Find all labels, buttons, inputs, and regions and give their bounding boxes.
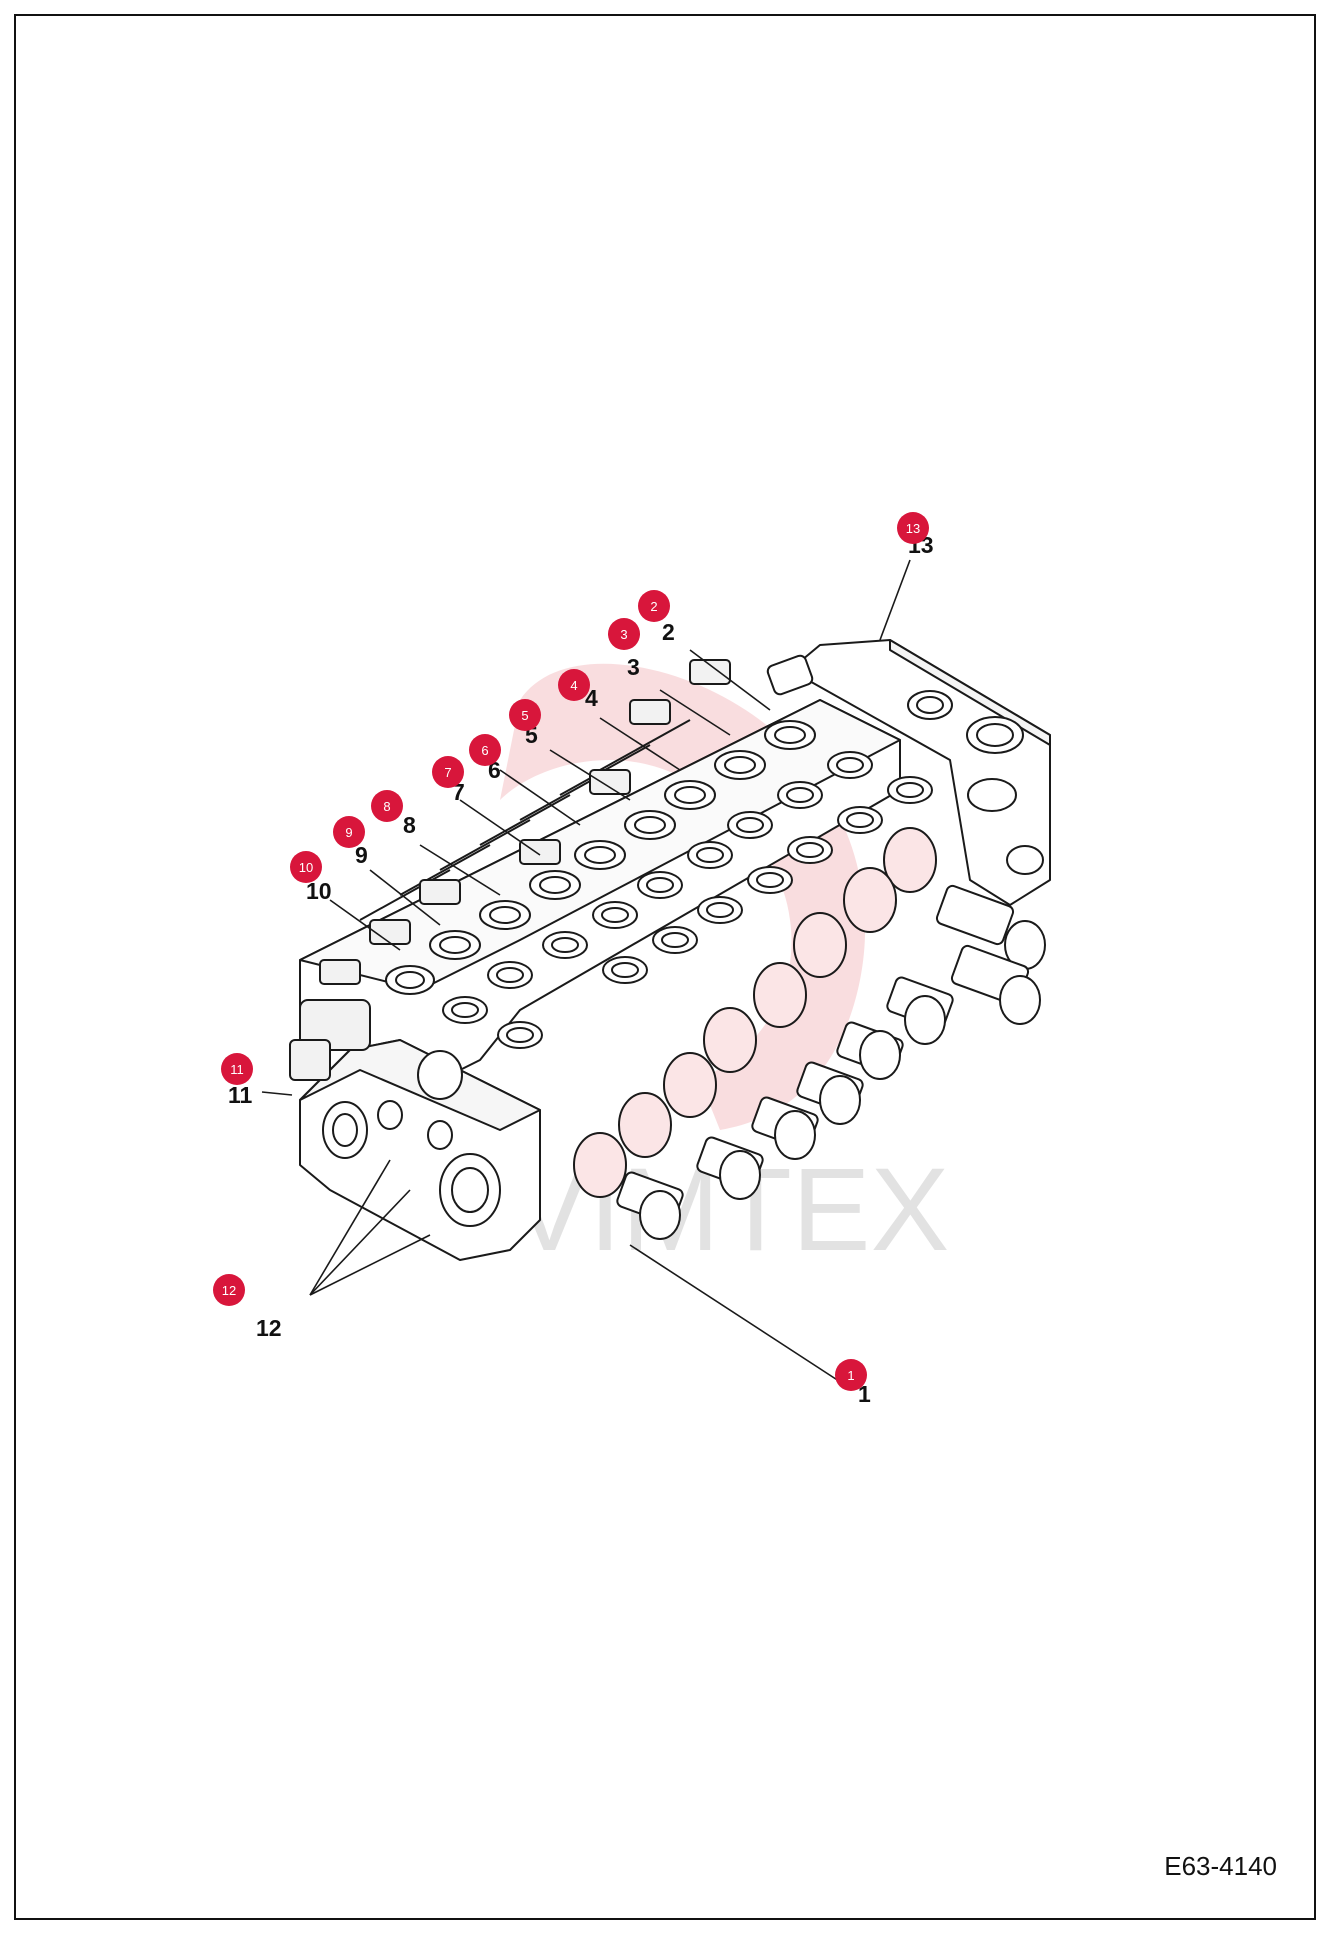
hotspot-callouts: 13 2 3 4 5 6 7 8 bbox=[213, 512, 929, 1391]
valve-sections bbox=[299, 659, 933, 1091]
hotspot-12[interactable]: 12 bbox=[213, 1274, 245, 1306]
hotspot-13[interactable]: 13 bbox=[897, 512, 929, 544]
hotspot-8[interactable]: 8 bbox=[371, 790, 403, 822]
hotspot-11[interactable]: 11 bbox=[221, 1053, 253, 1085]
hotspot-4[interactable]: 4 bbox=[558, 669, 590, 701]
spool-solenoids bbox=[573, 827, 1046, 1240]
svg-text:11: 11 bbox=[230, 1062, 244, 1077]
svg-text:1: 1 bbox=[847, 1368, 854, 1383]
svg-text:9: 9 bbox=[345, 825, 352, 840]
hotspot-6[interactable]: 6 bbox=[469, 734, 501, 766]
svg-text:8: 8 bbox=[383, 799, 390, 814]
hotspot-2[interactable]: 2 bbox=[638, 590, 670, 622]
hotspot-1[interactable]: 1 bbox=[835, 1359, 867, 1391]
svg-text:4: 4 bbox=[570, 678, 577, 693]
control-valve-assembly bbox=[289, 639, 1051, 1261]
svg-text:6: 6 bbox=[481, 743, 488, 758]
label-3: 3 bbox=[627, 654, 640, 680]
svg-text:7: 7 bbox=[444, 765, 451, 780]
svg-text:12: 12 bbox=[222, 1283, 236, 1298]
label-9: 9 bbox=[355, 842, 368, 868]
hotspot-9[interactable]: 9 bbox=[333, 816, 365, 848]
svg-text:13: 13 bbox=[906, 521, 920, 536]
label-12: 12 bbox=[256, 1315, 282, 1341]
hotspot-10[interactable]: 10 bbox=[290, 851, 322, 883]
inlet-cover bbox=[289, 999, 541, 1261]
svg-text:3: 3 bbox=[620, 627, 627, 642]
label-8: 8 bbox=[403, 812, 416, 838]
svg-text:10: 10 bbox=[299, 860, 313, 875]
label-11: 11 bbox=[228, 1082, 253, 1108]
label-1: 1 bbox=[858, 1381, 871, 1407]
drawing-code: E63-4140 bbox=[1164, 1851, 1277, 1881]
hotspot-3[interactable]: 3 bbox=[608, 618, 640, 650]
drawing-frame bbox=[14, 14, 1316, 1920]
svg-text:5: 5 bbox=[521, 708, 528, 723]
label-2: 2 bbox=[662, 619, 675, 645]
hotspot-5[interactable]: 5 bbox=[509, 699, 541, 731]
leader-lines bbox=[261, 559, 911, 1386]
svg-text:2: 2 bbox=[650, 599, 657, 614]
hotspot-7[interactable]: 7 bbox=[432, 756, 464, 788]
